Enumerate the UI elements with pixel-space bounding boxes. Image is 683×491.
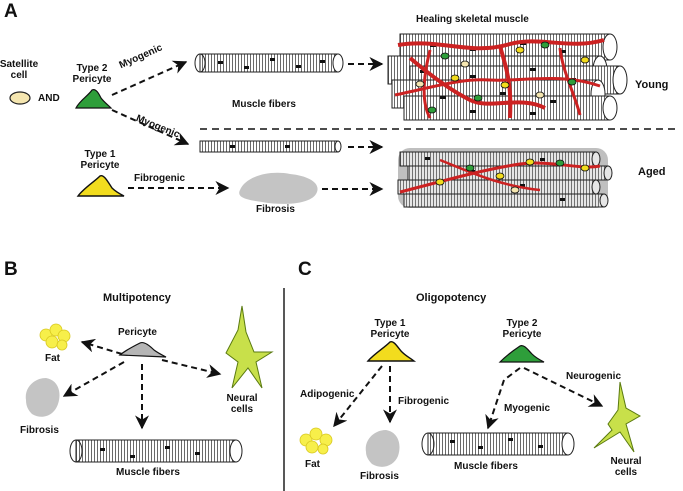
arrow-b-to-neural <box>161 359 222 378</box>
young-label: Young <box>635 79 669 91</box>
multipotency-title: Multipotency <box>103 292 171 304</box>
fat-label-b: Fat <box>45 353 60 364</box>
oligopotency-title: Oligopotency <box>416 292 487 304</box>
aged-label: Aged <box>638 166 666 178</box>
satellite-cell <box>9 91 31 105</box>
fat-cluster-b <box>39 323 71 351</box>
adipogenic-label: Adipogenic <box>300 389 355 400</box>
arrow-c-myogenic <box>485 367 521 430</box>
healing-muscle-aged <box>397 148 613 208</box>
neural-cell-b <box>225 305 274 389</box>
type2-pericyte-label-a: Type 2 Pericyte <box>72 63 112 85</box>
type2-pericyte-cell <box>75 89 113 109</box>
neural-cells-label-b: Neural cells <box>226 393 258 415</box>
neural-cells-label-c: Neural cells <box>610 456 642 478</box>
satellite-cell-label: Satellite cell <box>0 59 39 81</box>
muscle-fibers-label-c: Muscle fibers <box>454 461 518 472</box>
muscle-fiber-young <box>194 53 344 73</box>
neurogenic-label: Neurogenic <box>566 371 622 382</box>
healing-muscle-title: Healing skeletal muscle <box>416 14 529 25</box>
type2-pericyte-label-c: Type 2 Pericyte <box>502 318 542 340</box>
fibrosis-blob-c <box>365 430 400 467</box>
type1-pericyte-label-c: Type 1 Pericyte <box>370 318 410 340</box>
pericyte-cell-b <box>118 341 167 358</box>
muscle-fiber-c <box>421 432 575 456</box>
muscle-fiber-b <box>69 439 243 463</box>
fat-label-c: Fat <box>305 459 320 470</box>
fibrosis-label-a: Fibrosis <box>256 204 295 215</box>
neural-cell-c <box>593 381 642 453</box>
muscle-fibers-label-a: Muscle fibers <box>232 99 296 110</box>
fibrogenic-label-c: Fibrogenic <box>398 396 450 407</box>
arrow-c-neurogenic <box>523 367 604 407</box>
fibrosis-blob-a <box>239 172 318 204</box>
myogenic-arrow-upper <box>111 60 188 96</box>
fibrosis-blob-b <box>25 378 60 417</box>
muscle-fiber-aged <box>199 140 342 153</box>
panel-label-b: B <box>4 259 18 280</box>
myogenic-arrow-lower <box>111 109 190 146</box>
myogenic-label-c: Myogenic <box>504 403 551 414</box>
muscle-fibers-label-b: Muscle fibers <box>116 467 180 478</box>
pericyte-label-b: Pericyte <box>118 327 157 338</box>
fat-cluster-c <box>299 427 333 455</box>
arrow-b-to-fat <box>80 338 123 355</box>
fibrosis-label-c: Fibrosis <box>360 471 399 482</box>
type1-pericyte-cell-c <box>366 341 417 362</box>
type2-pericyte-cell-c <box>498 345 545 363</box>
arrow-b-to-fibrosis <box>62 361 125 397</box>
type1-pericyte-cell-a <box>76 175 125 197</box>
fibrosis-label-b: Fibrosis <box>20 425 59 436</box>
panel-label-c: C <box>298 259 312 280</box>
arrow-c-adipogenic <box>333 365 383 428</box>
panel-label-a: A <box>4 1 18 22</box>
type1-pericyte-label-a: Type 1 Pericyte <box>80 149 120 171</box>
fibrogenic-label-a: Fibrogenic <box>134 173 186 184</box>
and-label: AND <box>38 93 60 104</box>
healing-muscle-young <box>387 33 628 121</box>
